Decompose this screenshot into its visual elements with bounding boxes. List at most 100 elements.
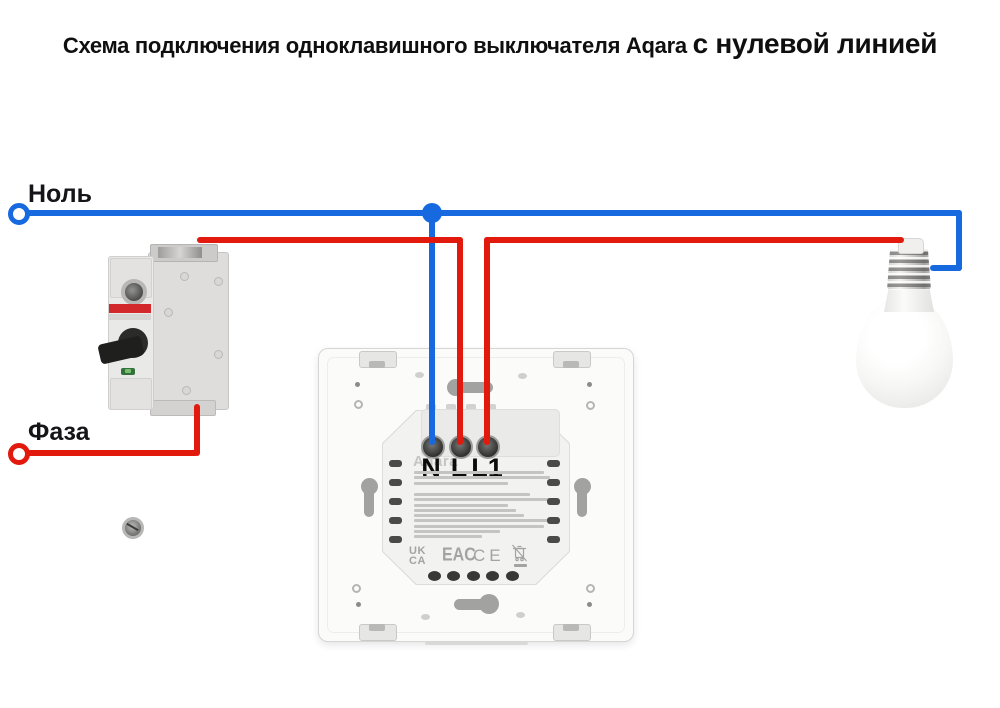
module-contact-bump	[506, 571, 519, 581]
title-prefix: Схема подключения одноклавишного выключа…	[62, 33, 693, 58]
ce-mark: CE	[473, 546, 505, 565]
fine-print-line	[414, 508, 516, 512]
module-side-nub	[547, 536, 560, 543]
module-contact-bump	[467, 571, 480, 581]
fine-print-line	[414, 481, 508, 485]
breaker-screw-boss	[110, 378, 152, 539]
bulb-base-tip	[898, 238, 924, 254]
phase-wire-from-switch-l1	[484, 237, 490, 445]
keyhole-slot-right	[577, 490, 587, 517]
keyhole-slot-bottom	[454, 599, 484, 610]
breaker-terminal-boss	[110, 258, 152, 305]
brand-logo: Aqara	[413, 453, 459, 470]
phase-wire-horizontal-bottom	[24, 450, 198, 456]
plate-dot	[355, 382, 360, 387]
phase-wire-to-bulb	[484, 237, 904, 243]
plate-clip	[359, 624, 397, 641]
phase-wire-start-terminal	[8, 443, 30, 465]
fine-print-line	[414, 519, 554, 523]
neutral-wire-down-right	[956, 210, 962, 271]
keyhole-slot-top	[456, 382, 493, 393]
fine-print-block-2	[414, 493, 564, 541]
bulb-screw-base	[887, 249, 931, 290]
module-side-nub	[389, 460, 402, 467]
module-side-nub	[389, 479, 402, 486]
breaker-terminal-hole	[121, 279, 147, 305]
phase-label: Фаза	[28, 418, 90, 446]
plate-bottom-seam	[425, 642, 528, 645]
module-contact-bump	[428, 571, 441, 581]
plate-dot	[356, 602, 361, 607]
breaker-red-stripe	[109, 304, 151, 313]
module-top-tab	[466, 404, 476, 411]
plate-clip	[553, 624, 591, 641]
breaker-rivet	[182, 386, 191, 395]
plate-dot	[587, 602, 592, 607]
fine-print-line	[414, 524, 544, 528]
plate-dot	[587, 382, 592, 387]
neutral-wire-to-switch-n	[429, 213, 435, 445]
page-title: Схема подключения одноклавишного выключа…	[0, 28, 1000, 60]
breaker-rivet	[164, 308, 173, 317]
fine-print-line	[414, 530, 500, 534]
neutral-wire-start-terminal	[8, 203, 30, 225]
phase-wire-to-switch-l	[457, 237, 463, 445]
neutral-wire-to-bulb	[930, 265, 962, 271]
fine-print-block-1	[414, 471, 564, 487]
fine-print-line	[414, 471, 544, 474]
neutral-junction-dot	[422, 203, 442, 223]
module-side-nub	[389, 498, 402, 505]
breaker-rivet	[180, 272, 189, 281]
module-contact-bump	[447, 571, 460, 581]
plate-clip	[359, 351, 397, 368]
breaker-status-window	[121, 368, 135, 375]
plate-screw-hole	[354, 400, 363, 409]
module-side-nub	[547, 479, 560, 486]
phase-wire-breaker-to-switch	[197, 237, 463, 243]
module-contact-bump	[486, 571, 499, 581]
plate-oval-mark	[421, 614, 430, 620]
module-side-nub	[547, 517, 560, 524]
title-emphasis: с нулевой линией	[692, 28, 938, 59]
module-side-nub	[547, 498, 560, 505]
module-top-tab	[486, 404, 496, 411]
fine-print-line	[414, 514, 524, 518]
ukca-mark: UK CA	[409, 545, 426, 567]
breaker-bottom-foot	[150, 400, 216, 416]
fine-print-line	[414, 493, 530, 496]
module-side-nub	[547, 460, 560, 467]
breaker-gray-band	[109, 314, 151, 320]
keyhole-slot-left	[364, 490, 374, 517]
plate-clip	[553, 351, 591, 368]
plate-screw-hole	[352, 584, 361, 593]
keyhole-slot-bottom	[479, 594, 499, 614]
light-bulb	[848, 236, 963, 416]
neutral-label: Ноль	[28, 180, 92, 208]
breaker-rivet	[214, 350, 223, 359]
plate-screw-hole	[586, 584, 595, 593]
terminal-label-n: N	[421, 453, 441, 483]
weee-bin-icon	[512, 544, 527, 562]
fine-print-line	[414, 535, 482, 539]
breaker-rivet	[214, 277, 223, 286]
plate-screw-hole	[586, 401, 595, 410]
terminal-label-l: L	[450, 453, 468, 483]
neutral-wire-horizontal	[24, 210, 962, 216]
bulb-neck	[884, 286, 934, 312]
fine-print-line	[414, 476, 550, 480]
weee-bar	[514, 564, 527, 567]
bulb-glass	[856, 296, 953, 408]
plate-oval-mark	[518, 373, 527, 379]
phase-wire-to-breaker	[194, 404, 200, 456]
switch-back-plate: Aqara N L L1 UK CA EAC CE	[318, 348, 634, 645]
circuit-breaker	[97, 244, 229, 539]
module-side-nub	[389, 536, 402, 543]
breaker-terminal-clamp	[158, 247, 202, 258]
breaker-screw-icon	[122, 517, 144, 539]
module-side-nub	[389, 517, 402, 524]
fine-print-line	[414, 498, 552, 502]
fine-print-line	[414, 503, 508, 507]
eac-mark: EAC	[442, 545, 476, 566]
plate-oval-mark	[516, 612, 525, 618]
